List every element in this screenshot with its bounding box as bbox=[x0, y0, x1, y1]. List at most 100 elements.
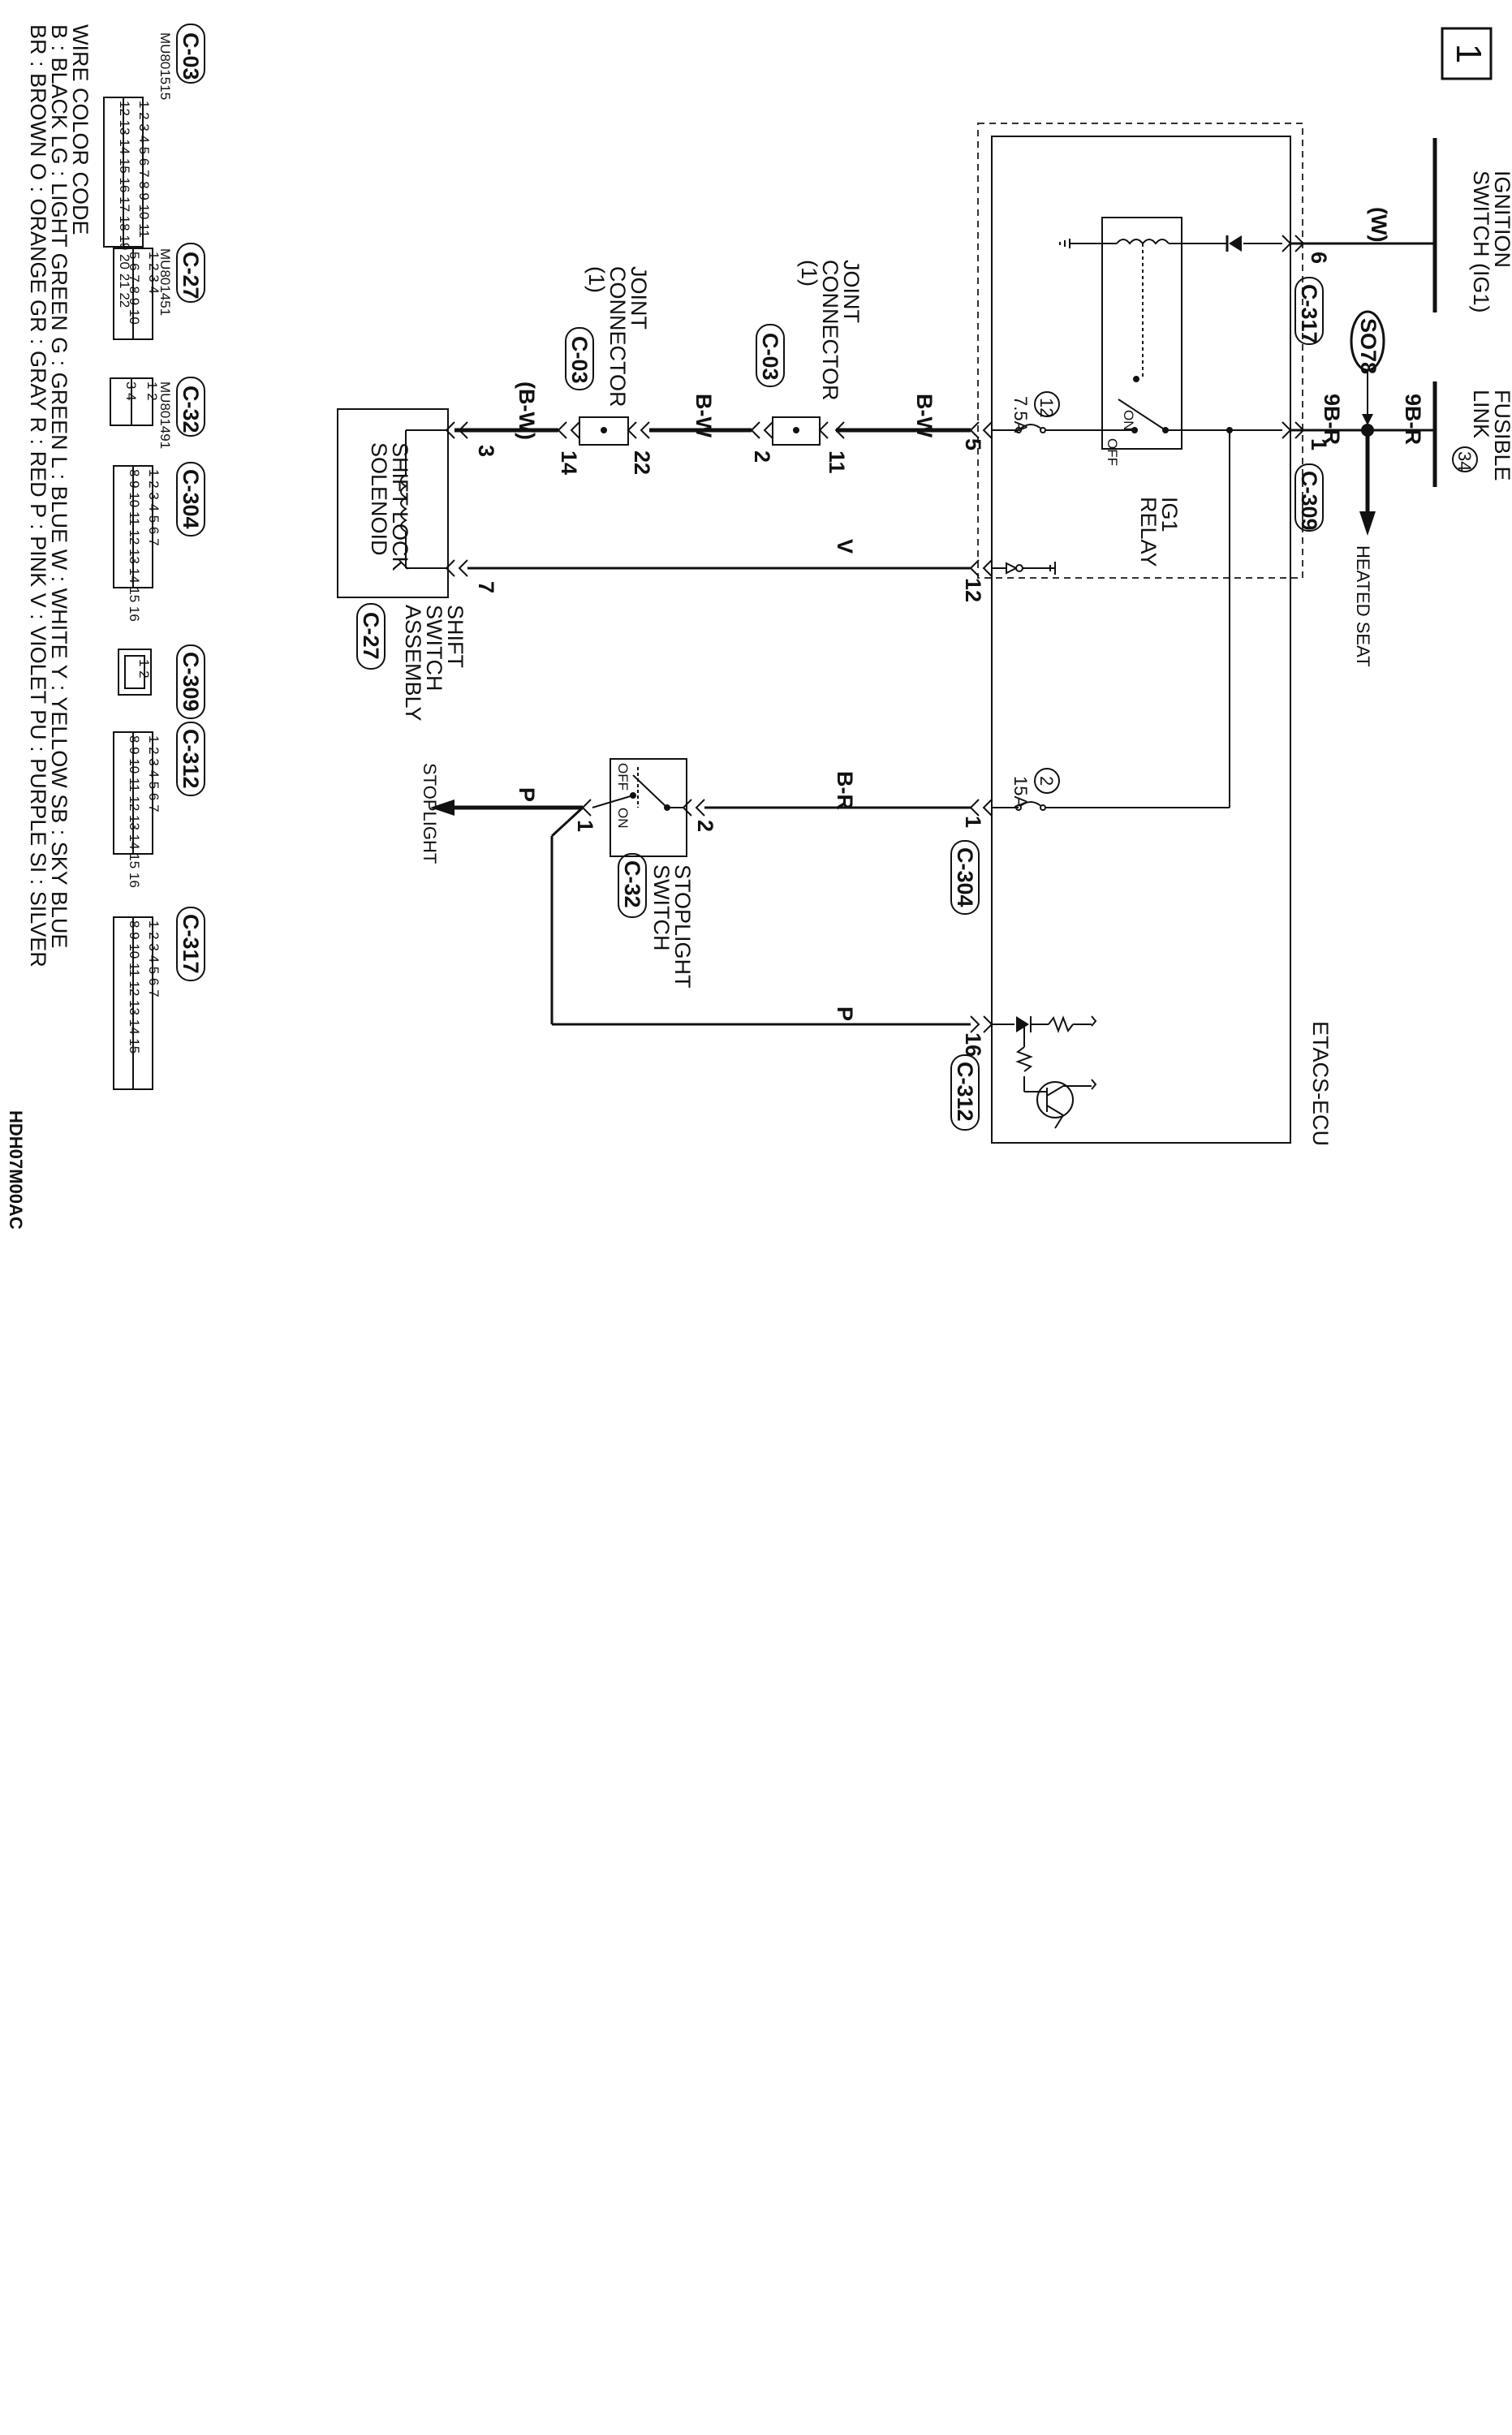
stoplight-label-1: STOPLIGHT bbox=[670, 864, 695, 989]
c304-pin: 1 bbox=[961, 816, 985, 828]
wire-color-code: WIRE COLOR CODE B : BLACK LG : LIGHT GRE… bbox=[26, 24, 93, 968]
ignition-switch-label-2: SWITCH (IG1) bbox=[1469, 170, 1493, 313]
c304-ref-row1: 1 2 3 4 5 6 7 bbox=[146, 469, 162, 546]
c309-ref-row1: 1 2 bbox=[136, 659, 152, 679]
fuse-12: 12 7.5A bbox=[992, 391, 1060, 433]
c309-label: C-309 bbox=[1297, 471, 1321, 531]
connector-reference-c309: C-309 1 2 bbox=[118, 644, 205, 719]
figure-code: HDH07M00AC bbox=[6, 1110, 26, 1230]
c317-label: C-317 bbox=[1297, 284, 1321, 344]
stoplight-id: C-32 bbox=[620, 860, 644, 908]
joint1-pin-b: 2 bbox=[750, 450, 774, 463]
connector-reference-c304: C-304 1 2 3 4 5 6 7 8 9 10 11 12 13 14 1… bbox=[113, 462, 205, 622]
c312-ref-row2: 8 9 10 11 12 13 14 15 16 bbox=[127, 735, 142, 888]
etacs-pin12-label: 12 bbox=[961, 578, 985, 602]
connector-c317: 6 C-317 bbox=[1282, 235, 1331, 345]
etacs-ecu: ETACS-ECU bbox=[977, 123, 1333, 1146]
stoplight-off-label: OFF bbox=[615, 763, 631, 791]
stoplight-output: P STOPLIGHT bbox=[420, 763, 583, 864]
stoplight-switch: 2 OFF ON 1 STOPLIGHT SWITCH C-32 bbox=[573, 758, 717, 989]
wire-bw-3: (B-W) bbox=[515, 381, 539, 440]
ignition-switch: IGNITION SWITCH (IG1) bbox=[1432, 138, 1512, 313]
page-number: 1 bbox=[1449, 44, 1488, 63]
c304-ref-row2: 8 9 10 11 12 13 14 15 16 bbox=[127, 469, 142, 622]
relay-coil-circuit bbox=[1059, 235, 1282, 252]
splice-so78: SO78 bbox=[1350, 310, 1385, 437]
joint2-pin-b: 14 bbox=[557, 450, 581, 475]
fuse-12-number: 12 bbox=[1036, 398, 1057, 417]
relay-off-label: OFF bbox=[1105, 438, 1120, 466]
p-feedback-wire: P bbox=[550, 806, 993, 1033]
c03-ref-id: C-03 bbox=[179, 32, 203, 80]
shift-switch-id: C-27 bbox=[359, 612, 383, 660]
joint2-pin-a: 22 bbox=[630, 450, 654, 475]
c317-ref-row1: 1 2 3 4 5 6 7 bbox=[146, 920, 162, 998]
ig1-relay: ON OFF IG1 RELAY bbox=[1101, 217, 1182, 567]
joint1-pin-a: 11 bbox=[825, 450, 849, 474]
connector-reference-c317: C-317 1 2 3 4 5 6 7 8 9 10 11 12 13 14 1… bbox=[113, 907, 205, 1090]
c309-pin: 1 bbox=[1307, 438, 1331, 450]
c317-ref-row2: 8 9 10 11 12 13 14 15 bbox=[127, 920, 142, 1054]
fuse-2: 2 15A bbox=[992, 768, 1230, 811]
c32-ref-id: C-32 bbox=[179, 386, 203, 433]
joint-connector-1: 11 2 JOINT CONNECTOR (1) C-03 bbox=[750, 260, 864, 474]
fuse-2-number: 2 bbox=[1036, 776, 1057, 786]
etacs-ecu-label: ETACS-ECU bbox=[1308, 1021, 1333, 1146]
relay-label-1: IG1 bbox=[1157, 497, 1182, 532]
joint2-id: C-03 bbox=[567, 336, 592, 384]
shift-pin3: 3 bbox=[474, 445, 498, 457]
joint-connector-2: 22 14 JOINT CONNECTOR (1) C-03 bbox=[557, 266, 654, 475]
etacs-pin5: 5 bbox=[961, 421, 993, 450]
wire-color-code-title: WIRE COLOR CODE bbox=[68, 24, 93, 235]
c304-ref-id: C-304 bbox=[179, 469, 203, 529]
stoplight-pin1: 1 bbox=[573, 820, 597, 832]
connector-reference-c03: C-03 MU801515 1 2 3 4 5 6 7 8 9 10 11 12… bbox=[103, 24, 205, 308]
connector-c309: 1 C-309 bbox=[1282, 421, 1331, 532]
etacs-pin5-label: 5 bbox=[961, 438, 985, 450]
fusible-link: FUSIBLE LINK 34 bbox=[1432, 381, 1512, 487]
c27-ref-row2: 5 6 7 8 9 10 bbox=[127, 252, 142, 325]
wire-color-code-line-2: BR : BROWN O : ORANGE GR : GRAY R : RED … bbox=[26, 24, 50, 968]
joint1-label-3: (1) bbox=[797, 260, 821, 287]
heated-seat-branch: HEATED SEAT bbox=[1353, 430, 1376, 667]
fuse-2-rating: 15A bbox=[1010, 776, 1031, 808]
stoplight-label-2: SWITCH bbox=[649, 864, 674, 950]
assembly-label-3: ASSEMBLY bbox=[401, 605, 425, 722]
c312-ref-row1: 1 2 3 4 5 6 7 bbox=[146, 735, 162, 812]
c304-label: C-304 bbox=[953, 847, 977, 907]
joint2-label-3: (1) bbox=[584, 266, 609, 293]
ignition-switch-label-1: IGNITION bbox=[1490, 170, 1512, 268]
wire-br: B-R bbox=[833, 771, 857, 810]
c32-ref-part: MU801491 bbox=[157, 381, 173, 449]
joint1-label-1: JOINT bbox=[839, 260, 864, 323]
fusible-link-number: 34 bbox=[1454, 451, 1475, 471]
solenoid-label-1: SHIFT LOCK bbox=[388, 442, 412, 571]
c32-ref-row1: 1 2 bbox=[144, 381, 160, 401]
fuse-12-rating: 7.5A bbox=[1010, 396, 1031, 433]
heated-seat-label: HEATED SEAT bbox=[1353, 545, 1373, 667]
c32-ref-row2: 3 4 bbox=[123, 381, 139, 401]
c317-ref-id: C-317 bbox=[179, 914, 203, 974]
v-wire: 12 V bbox=[467, 539, 1056, 602]
stoplight-pin2: 2 bbox=[693, 820, 717, 832]
joint2-label-1: JOINT bbox=[627, 266, 651, 330]
stoplight-on-label: ON bbox=[615, 808, 631, 829]
etacs-input-circuit bbox=[992, 1015, 1097, 1129]
shift-switch-assembly: 3 7 SHIFT LOCK SOLENOID SHIFT SWITCH ASS… bbox=[337, 408, 498, 722]
splice-wire-color: 9B-R bbox=[1320, 394, 1344, 445]
joint1-label-2: CONNECTOR bbox=[818, 260, 842, 401]
assembly-label-1: SHIFT bbox=[443, 605, 467, 668]
assembly-label-2: SWITCH bbox=[422, 605, 446, 691]
connector-reference-c312: C-312 1 2 3 4 5 6 7 8 9 10 11 12 13 14 1… bbox=[113, 722, 205, 888]
solenoid-label-2: SOLENOID bbox=[367, 442, 391, 556]
splice-label: SO78 bbox=[1356, 318, 1381, 374]
ignition-wire-color: (W) bbox=[1367, 207, 1391, 242]
shift-pin7: 7 bbox=[474, 581, 498, 593]
relay-on-label: ON bbox=[1121, 410, 1136, 431]
fusible-wire-color: 9B-R bbox=[1401, 394, 1425, 445]
wire-color-code-line-1: B : BLACK LG : LIGHT GREEN G : GREEN L :… bbox=[47, 24, 71, 948]
c27-ref-id: C-27 bbox=[179, 252, 203, 300]
joint2-label-2: CONNECTOR bbox=[605, 266, 630, 407]
c312-label: C-312 bbox=[953, 1062, 977, 1122]
